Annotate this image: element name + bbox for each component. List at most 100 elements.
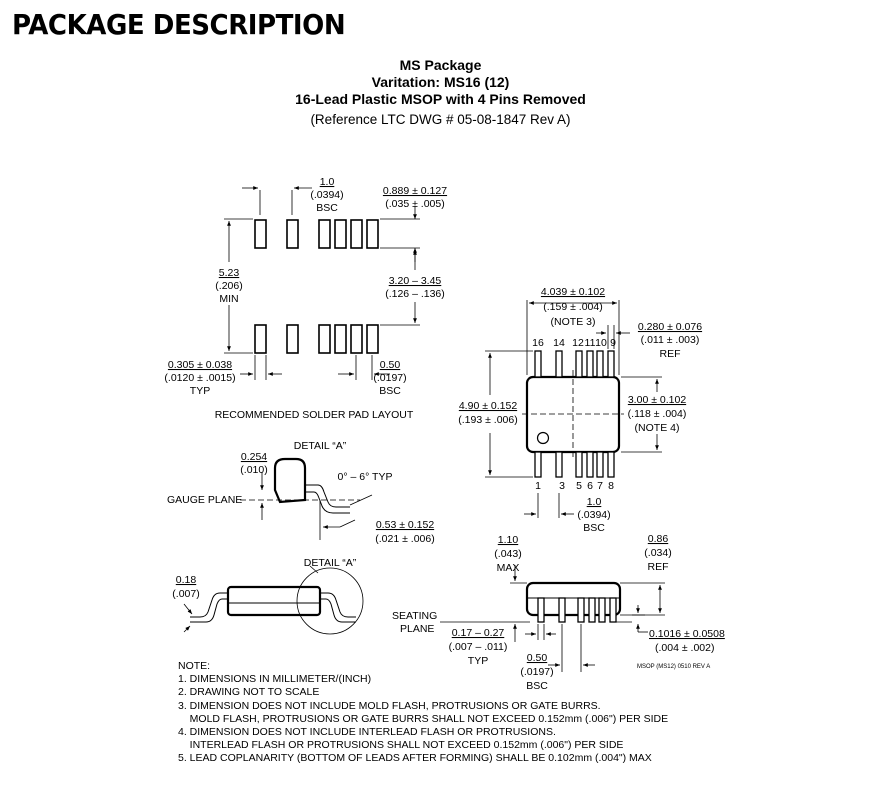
pad-pitch-note: BSC — [316, 202, 338, 214]
end-pitch-in: (.0197) — [520, 666, 553, 678]
foot-length-in: (.021 ± .006) — [375, 533, 434, 545]
pin-number: 11 — [585, 337, 596, 349]
top-view: 16 14 12 11 10 9 1 3 5 6 7 8 4.039 ± 0.1… — [458, 286, 702, 534]
pin-number: 16 — [532, 337, 544, 349]
body-length-in: (.118 ± .004) — [628, 408, 687, 420]
foot-angle: 0° – 6° TYP — [338, 471, 393, 483]
lead-width-range-mm: 0.17 – 0.27 — [452, 627, 505, 639]
note-item: 4. DIMENSION DOES NOT INCLUDE INTERLEAD … — [178, 726, 556, 739]
drawing-reference: MSOP (MS12) 0510 REV A — [637, 664, 710, 670]
top-pitch-in: (.0394) — [577, 509, 610, 521]
gauge-distance-in: (.010) — [240, 464, 267, 476]
pad-pitch-in: (.0394) — [310, 189, 343, 201]
lead-span-mm: 4.90 ± 0.152 — [459, 400, 517, 412]
top-pitch-note: BSC — [583, 522, 605, 534]
solder-pad — [366, 219, 379, 249]
gauge-plane-label: GAUGE PLANE — [167, 494, 242, 506]
lead-width-range-note: TYP — [468, 655, 488, 667]
solder-pad — [366, 324, 379, 354]
side-view: DETAIL “A” 0.18 (.007) — [172, 557, 364, 635]
pad-length-in: (.035 ± .005) — [385, 198, 444, 210]
body-height-in: (.034) — [644, 547, 671, 559]
pin1-marker — [536, 431, 550, 445]
lead-thickness-in: (.007) — [172, 588, 199, 600]
solder-pad — [350, 219, 363, 249]
pad-height-in: (.206) — [215, 280, 242, 292]
solder-pad — [286, 324, 299, 354]
standoff-in: (.004 ± .002) — [655, 642, 714, 654]
package-name: MS Package — [399, 57, 482, 73]
height-max-in: (.043) — [494, 548, 521, 560]
end-view: SEATING PLANE 1.10 (.043) MAX 0.86 (.034… — [392, 533, 725, 692]
solder-pad — [334, 324, 347, 354]
solder-pad — [254, 324, 267, 354]
pad-height-mm: 5.23 — [219, 267, 240, 279]
body-length-note: (NOTE 4) — [635, 422, 680, 434]
pad-height-note: MIN — [219, 293, 238, 305]
pin-number: 12 — [572, 337, 584, 349]
body-width-note: (NOTE 3) — [551, 316, 596, 328]
detail-a: 0.254 (.010) DETAIL “A” 0° – 6° TYP GAUG… — [167, 440, 435, 545]
top-pitch-mm: 1.0 — [587, 496, 602, 508]
solder-pad — [334, 219, 347, 249]
seating-label-1: SEATING — [392, 610, 437, 622]
note-item: 2. DRAWING NOT TO SCALE — [178, 686, 320, 699]
note-item: 1. DIMENSIONS IN MILLIMETER/(INCH) — [178, 673, 372, 686]
body-height-note: REF — [648, 561, 669, 573]
solder-pad — [286, 219, 299, 249]
pad-width-note: TYP — [190, 385, 210, 397]
package-variation: Varitation: MS16 (12) — [371, 74, 510, 90]
lead-width-range-in: (.007 – .011) — [449, 641, 508, 653]
pad-width-in: (.0120 ± .0015) — [164, 372, 235, 384]
pin-number: 9 — [610, 337, 616, 349]
notes: NOTE: 1. DIMENSIONS IN MILLIMETER/(INCH)… — [178, 660, 668, 766]
pin-number: 7 — [597, 480, 603, 492]
pad-gap-in: (.126 – .136) — [385, 288, 445, 300]
lead-thickness-mm: 0.18 — [176, 574, 197, 586]
lead-width-note: REF — [660, 348, 681, 360]
note-item: 3. DIMENSION DOES NOT INCLUDE MOLD FLASH… — [178, 699, 601, 712]
pin-number: 6 — [587, 480, 593, 492]
body-width-mm: 4.039 ± 0.102 — [541, 286, 605, 298]
lead-span-in: (.193 ± .006) — [458, 414, 517, 426]
pin-number: 5 — [576, 480, 582, 492]
pad-pitch2-in: (.0197) — [373, 372, 406, 384]
height-max-mm: 1.10 — [498, 534, 519, 546]
note-item: INTERLEAD FLASH OR PROTRUSIONS SHALL NOT… — [178, 739, 624, 752]
height-max-note: MAX — [497, 562, 520, 574]
end-pitch-note: BSC — [526, 680, 548, 692]
pin-number: 10 — [595, 337, 607, 349]
pad-pitch-mm: 1.0 — [320, 176, 335, 188]
body-length-mm: 3.00 ± 0.102 — [628, 394, 686, 406]
pin-number: 3 — [559, 480, 565, 492]
solder-pad — [318, 219, 331, 249]
foot-length-mm: 0.53 ± 0.152 — [376, 519, 434, 531]
pad-pitch2-note: BSC — [379, 385, 401, 397]
package-body-end — [525, 581, 622, 617]
lead-width-mm: 0.280 ± 0.076 — [638, 321, 702, 333]
solder-pad-layout: 1.0 (.0394) BSC 0.889 ± 0.127 (.035 ± .0… — [164, 176, 447, 421]
pad-pitch2-mm: 0.50 — [380, 359, 401, 371]
body-height-mm: 0.86 — [648, 533, 669, 545]
body-width-in: (.159 ± .004) — [543, 301, 602, 313]
pad-length-mm: 0.889 ± 0.127 — [383, 185, 447, 197]
pad-gap-mm: 3.20 – 3.45 — [389, 275, 442, 287]
solder-pad — [318, 324, 331, 354]
package-description: 16-Lead Plastic MSOP with 4 Pins Removed — [295, 91, 586, 107]
end-pitch-mm: 0.50 — [527, 652, 548, 664]
solder-pad — [350, 324, 363, 354]
pad-width-mm: 0.305 ± 0.038 — [168, 359, 232, 371]
solder-pad-caption: RECOMMENDED SOLDER PAD LAYOUT — [215, 409, 414, 421]
note-item: 5. LEAD COPLANARITY (BOTTOM OF LEADS AFT… — [178, 752, 652, 765]
standoff-mm: 0.1016 ± 0.0508 — [649, 628, 725, 640]
page-title: PACKAGE DESCRIPTION — [12, 8, 346, 41]
gauge-distance-mm: 0.254 — [241, 451, 267, 463]
lead-width-in: (.011 ± .003) — [641, 334, 700, 346]
pin-number: 1 — [535, 480, 541, 492]
pin-number: 14 — [553, 337, 565, 349]
package-body-side — [226, 585, 322, 617]
side-detail-label: DETAIL “A” — [304, 557, 357, 569]
detail-a-circle — [296, 567, 364, 635]
notes-heading: NOTE: — [178, 660, 211, 672]
